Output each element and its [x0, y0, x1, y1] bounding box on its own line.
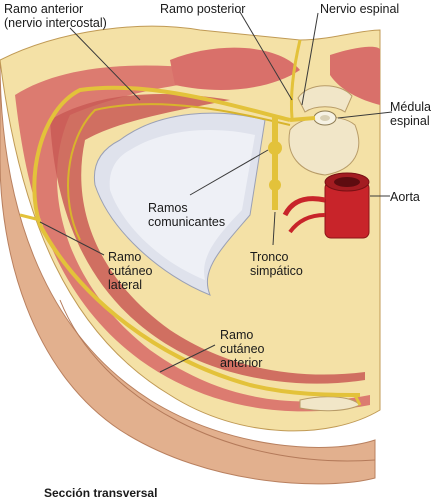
leader-lines: [39, 11, 393, 373]
intercostal-nerve-inner: [67, 103, 291, 241]
label-lateral-2: cutáneo: [108, 264, 153, 278]
sympathetic-ganglion: [268, 141, 282, 155]
skin-outer-layer: [0, 59, 376, 485]
bottom-outline: [59, 299, 376, 462]
label-lateral-3: lateral: [108, 278, 143, 292]
lateral-cutaneous-branch: [19, 213, 41, 222]
aorta-lumen: [334, 177, 360, 187]
intercostal-muscle-inner: [50, 94, 365, 384]
sympathetic-ganglion-2: [269, 179, 281, 191]
label-aorta: Aorta: [390, 190, 420, 204]
label-anterior-3: anterior: [220, 356, 263, 370]
intercostal-artery-2: [288, 213, 326, 234]
label-lateral-1: Ramo: [108, 250, 142, 264]
intercostal-muscle-outer: [15, 65, 370, 412]
spinal-cord-gray: [320, 115, 330, 121]
vertebra-arch: [297, 85, 353, 113]
label-tronco-1: Tronco: [250, 250, 289, 264]
intercostal-artery: [282, 196, 326, 217]
intercostal-nerve: [32, 85, 361, 397]
label-medula-1: Médula: [390, 100, 431, 114]
label-ramos-1: Ramos: [148, 201, 188, 215]
label-medula-2: espinal: [390, 114, 430, 128]
anterior-cutaneous-branch: [353, 394, 362, 406]
label-ramos-2: comunicantes: [148, 215, 226, 229]
label-nervio-intercostal: (nervio intercostal): [4, 16, 107, 30]
label-ramo-anterior: Ramo anterior: [4, 2, 84, 16]
posterior-ramus: [289, 39, 302, 119]
thoracic-cavity-inner: [109, 129, 255, 280]
label-nervio-espinal: Nervio espinal: [320, 2, 400, 16]
label-ramo-posterior: Ramo posterior: [160, 2, 246, 16]
spinal-nerve: [289, 116, 316, 122]
label-anterior-2: cutáneo: [220, 342, 265, 356]
back-muscle-right: [330, 46, 380, 105]
figure-caption: Sección transversal: [44, 486, 158, 500]
label-anterior-1: Ramo: [220, 328, 254, 342]
label-tronco-2: simpático: [250, 264, 303, 278]
